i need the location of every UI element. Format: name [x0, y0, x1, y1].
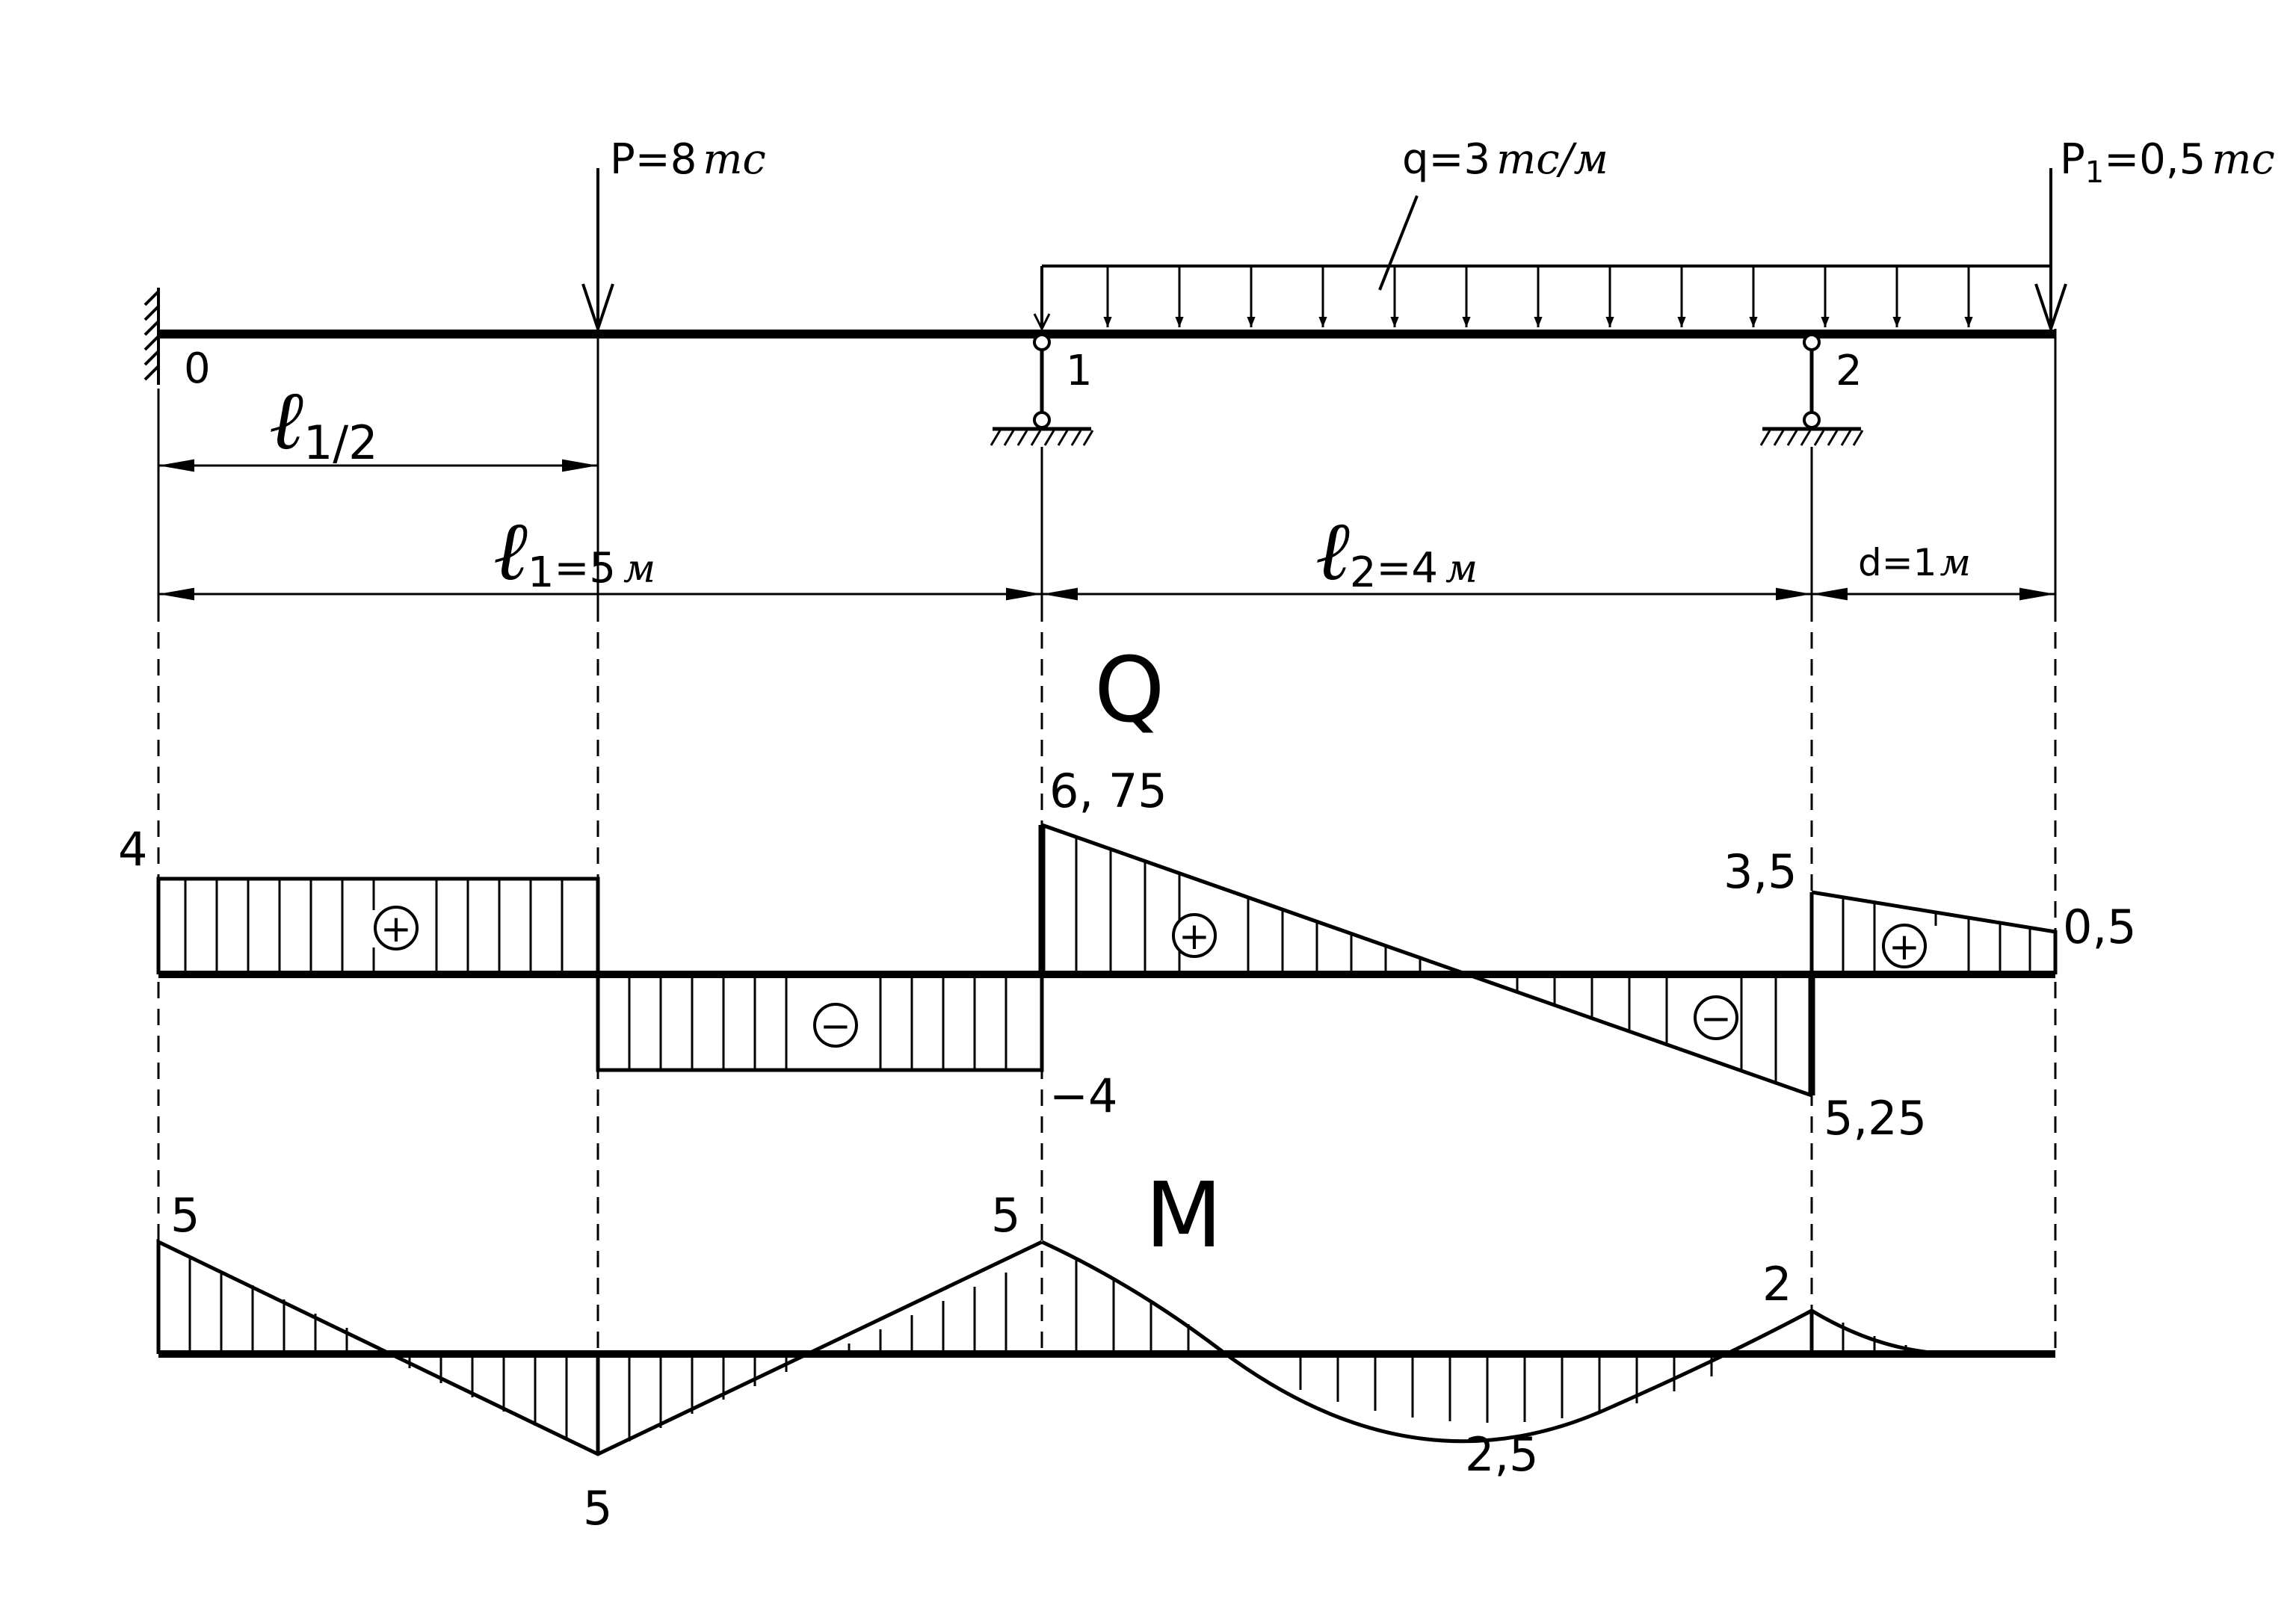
moment-diagram-title: M [1145, 1164, 1223, 1268]
shear-value-0-5: 0,5 [2063, 900, 2137, 954]
projection-lines [157, 605, 2057, 1465]
shear-value-minus-4: −4 [1049, 1069, 1117, 1123]
moment-value-support-1: 5 [991, 1188, 1020, 1243]
shear-value-4: 4 [118, 822, 147, 877]
shear-sign-plus-3: + [1882, 924, 1927, 968]
fixed-support-hatch [144, 288, 160, 385]
svg-text:+: + [1889, 925, 1920, 968]
dim-half-label: ℓ1/2 [269, 372, 378, 470]
shear-sign-minus-2: − [1694, 995, 1738, 1040]
moment-value-span-2: 2,5 [1465, 1427, 1539, 1482]
shear-hatching [184, 837, 2031, 1083]
svg-text:−: − [820, 1004, 851, 1048]
shear-value-3-5: 3,5 [1723, 844, 1797, 899]
shear-sign-plus-2: + [1172, 913, 1217, 958]
node-2-label: 2 [1836, 347, 1863, 395]
shear-sign-minus-1: − [813, 1003, 858, 1048]
shear-value-5-25: 5,25 [1824, 1091, 1927, 1146]
support-1 [990, 333, 1094, 446]
dim-d-label: d=1м [1858, 541, 1971, 584]
svg-text:+: + [380, 907, 412, 950]
shear-diagram: Q [118, 639, 2137, 1146]
moment-value-left: 5 [170, 1188, 200, 1243]
node-1-label: 1 [1066, 347, 1093, 395]
node-0-label: 0 [184, 344, 211, 393]
shear-sign-plus-1: + [374, 906, 419, 950]
moment-value-mid: 5 [583, 1481, 612, 1536]
shear-value-6-75: 6, 75 [1049, 764, 1167, 818]
moment-diagram: M [156, 1164, 2055, 1536]
moment-hatching [188, 1256, 1907, 1441]
svg-text:+: + [1179, 915, 1210, 958]
support-2 [1759, 333, 1864, 446]
beam-group: 0 1 2 [144, 288, 2055, 446]
svg-text:−: − [1700, 997, 1732, 1040]
moment-value-support-2: 2 [1762, 1257, 1792, 1311]
shear-diagram-title: Q [1094, 639, 1164, 743]
